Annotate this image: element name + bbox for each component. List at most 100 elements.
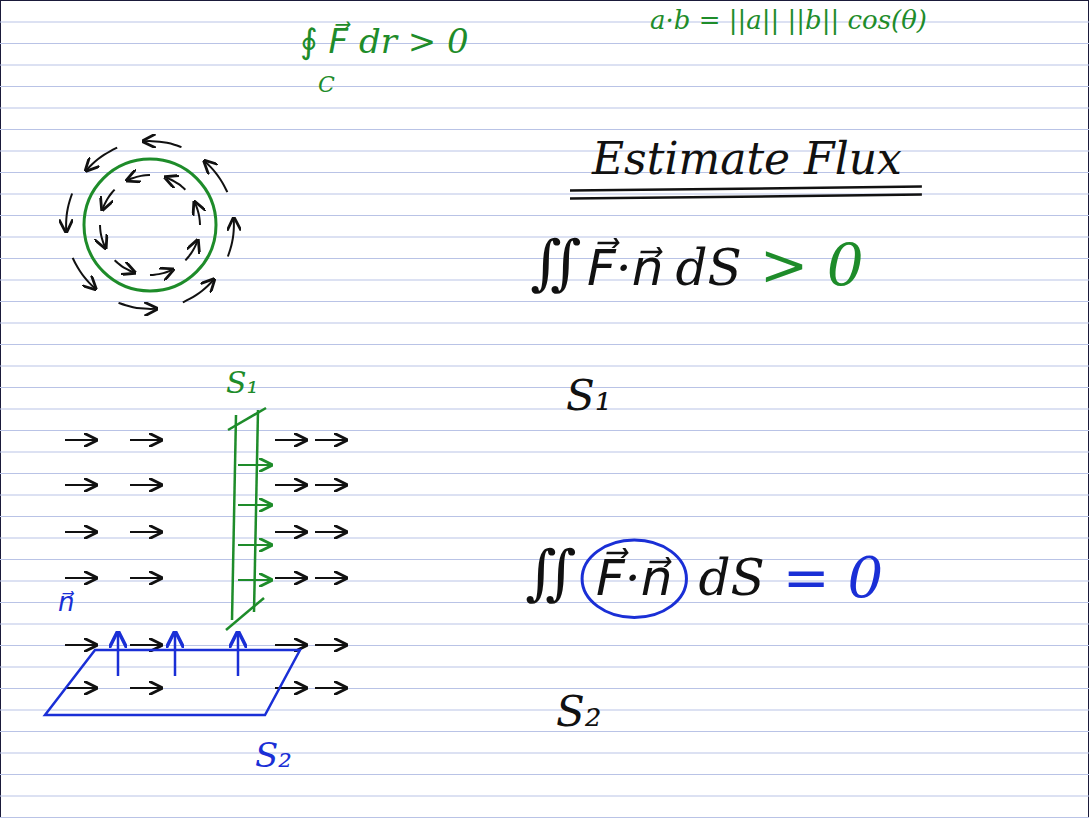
field-arrow (315, 439, 345, 441)
ruled-line (0, 452, 1089, 453)
ruled-line (0, 409, 1089, 410)
integrand: F⃗·n⃗ (587, 240, 663, 298)
ruled-line (0, 645, 1089, 646)
ruled-line (0, 43, 1089, 44)
surface-s1 (226, 408, 270, 630)
dot-product-formula: a·b = ||a|| ||b|| cos(θ) (650, 6, 927, 36)
flux-arrow (238, 464, 270, 466)
field-arrow (130, 484, 160, 486)
field-arrow (65, 484, 95, 486)
circulation-arrow (166, 178, 185, 190)
highlight-circle (582, 540, 686, 618)
ruled-line (0, 731, 1089, 732)
ruled-line (0, 194, 1089, 195)
field-arrow (65, 644, 95, 646)
flux-arrow (238, 544, 270, 546)
ruled-line (0, 323, 1089, 324)
circulation-arrow (144, 141, 181, 147)
ruled-line (0, 495, 1089, 496)
circulation-arrow (87, 148, 117, 170)
line-integral: ∮ F⃗ dr > 0 (300, 22, 469, 61)
surface-s2 (45, 634, 300, 715)
circulation-arrow (100, 225, 105, 247)
circulation-arrow (128, 175, 150, 180)
circulation-arrow (103, 190, 115, 209)
circulation-sketch (66, 141, 234, 309)
circulation-arrow (73, 258, 95, 288)
field-arrow (130, 439, 160, 441)
ruled-lines (0, 22, 1089, 818)
normal-vector (237, 634, 240, 676)
double-integral: ∬ (530, 228, 581, 297)
ruled-line (0, 344, 1089, 345)
surface-label: S₁ (226, 366, 259, 401)
normal-vector (174, 634, 177, 676)
ruled-line (0, 753, 1089, 754)
ruled-line (0, 65, 1089, 66)
normal-label: n⃗ (58, 588, 74, 618)
ruled-line (0, 796, 1089, 797)
closed-curve (84, 159, 216, 291)
circulation-arrow (66, 194, 72, 231)
circulation-arrow (195, 203, 200, 225)
field-arrow (65, 577, 95, 579)
annotations (570, 187, 922, 618)
ruled-line (0, 774, 1089, 775)
field-arrow (65, 531, 95, 533)
ruled-line (0, 129, 1089, 130)
ruled-line (0, 366, 1089, 367)
heading-underline (570, 195, 922, 199)
ruled-line (0, 516, 1089, 517)
flux-estimate: > 0 (760, 232, 864, 299)
field-arrow (275, 531, 305, 533)
curve-name: C (318, 72, 335, 97)
ruled-line (0, 215, 1089, 216)
field-arrow (65, 687, 95, 689)
surface-label: S₂ (255, 736, 292, 775)
field-arrow (130, 644, 160, 646)
ruled-line (0, 86, 1089, 87)
ruled-line (0, 172, 1089, 173)
field-arrow (275, 439, 305, 441)
ruled-line (0, 301, 1089, 302)
normal-vector (117, 634, 120, 676)
field-arrow (275, 644, 305, 646)
field-arrow (275, 484, 305, 486)
field-arrow (315, 577, 345, 579)
ruled-line (0, 688, 1089, 689)
ruled-line (0, 151, 1089, 152)
circulation-arrow (150, 270, 172, 275)
field-arrow (315, 531, 345, 533)
field-arrow (130, 577, 160, 579)
ruled-line (0, 817, 1089, 818)
field-arrow (130, 687, 160, 689)
ruled-line (0, 624, 1089, 625)
surface-element: dS (698, 550, 764, 608)
flux-estimate: = 0 (783, 546, 883, 610)
ruled-line (0, 108, 1089, 109)
heading-underline (570, 187, 922, 191)
surface-name: S₂ (556, 688, 602, 736)
flux-arrow (238, 504, 270, 506)
ruled-line (0, 667, 1089, 668)
page-heading: Estimate Flux (592, 134, 902, 185)
flux-arrow (238, 579, 270, 581)
field-arrow (315, 687, 345, 689)
circulation-arrow (183, 280, 213, 302)
surface-element: dS (675, 240, 741, 298)
field-arrow (315, 484, 345, 486)
field-arrow (130, 531, 160, 533)
integrand: F⃗·n⃗ (596, 550, 672, 608)
ruled-line (0, 387, 1089, 388)
field-arrow (275, 577, 305, 579)
circulation-arrow (115, 260, 134, 272)
circulation-arrow (205, 162, 227, 192)
ruled-line (0, 710, 1089, 711)
surface-name: S₁ (566, 372, 612, 420)
ruled-line (0, 473, 1089, 474)
ruled-line (0, 430, 1089, 431)
field-arrow (315, 644, 345, 646)
